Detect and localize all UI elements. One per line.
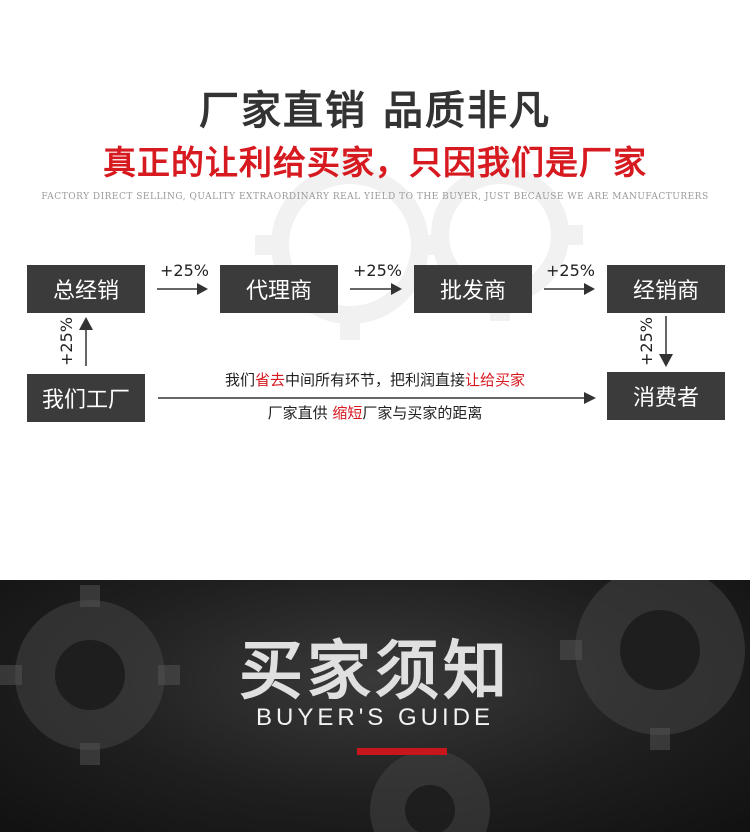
wholesaler-box: 批发商 [414, 265, 532, 313]
guide-subtitle: BUYER'S GUIDE [256, 704, 494, 731]
markup-label-2: +25% [353, 261, 402, 280]
note-text: 厂家直供 [267, 404, 333, 422]
arrow-right-icon [197, 283, 208, 295]
headline: 厂家直销 品质非凡 [199, 88, 551, 134]
buyers-guide-banner: 买家须知 BUYER'S GUIDE [0, 580, 750, 832]
note-text: 中间所有环节，把利润直接 [285, 371, 466, 389]
flow-arrows [79, 283, 673, 404]
arrow-right-icon [584, 283, 595, 295]
gears-background-icon [0, 580, 745, 832]
tagline: FACTORY DIRECT SELLING, QUALITY EXTRAORD… [41, 192, 709, 202]
arrow-right-icon [391, 283, 402, 295]
arrow-down-icon [659, 354, 673, 367]
markup-label-3: +25% [546, 261, 595, 280]
arrow-up-icon [79, 317, 93, 330]
subline: 真正的让利给买家，只因我们是厂家 [103, 143, 647, 182]
dealer-box: 经销商 [607, 265, 725, 313]
arrow-right-icon [584, 392, 596, 404]
factory-box: 我们工厂 [27, 374, 145, 422]
factory-direct-section: 厂家直销 品质非凡 真正的让利给买家，只因我们是厂家 FACTORY DIREC… [27, 88, 725, 423]
consumer-box: 消费者 [607, 372, 725, 420]
markup-label-1: +25% [160, 261, 209, 280]
note-highlight: 让给买家 [465, 371, 526, 389]
savings-note: 我们省去中间所有环节，把利润直接让给买家 [160, 369, 590, 390]
note-text: 厂家与买家的距离 [362, 404, 483, 422]
agent-box: 代理商 [220, 265, 338, 313]
title-underline [357, 748, 447, 755]
note-highlight: 缩短 [332, 404, 363, 422]
note-text: 我们 [224, 371, 255, 389]
guide-title: 买家须知 [239, 635, 511, 709]
general-distributor-box: 总经销 [27, 265, 145, 313]
note-highlight: 省去 [254, 371, 285, 389]
direct-supply-note: 厂家直供 缩短厂家与买家的距离 [160, 402, 590, 423]
